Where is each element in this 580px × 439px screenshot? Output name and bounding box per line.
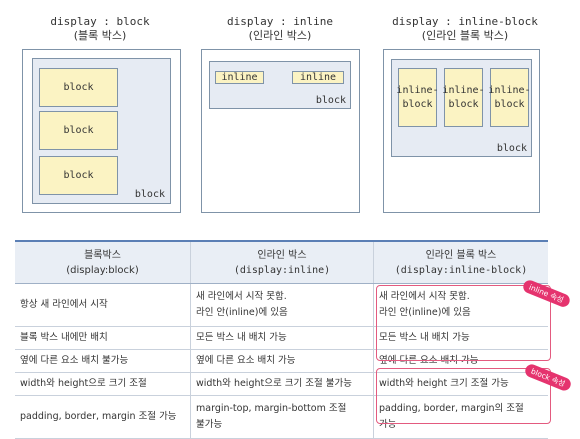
header-title: 블록박스 [84, 249, 121, 261]
block-box: block [39, 111, 118, 150]
table-cell: 모든 박스 내 배치 가능 [379, 332, 470, 343]
diagram-inline-block-title: display : inline-block (인라인 블록 박스) [380, 15, 550, 43]
header-sub: (display:inline) [233, 264, 331, 276]
header-title: 인라인 박스 [257, 249, 307, 261]
inline-box: inline [292, 71, 344, 84]
inline-block-box: inline- block [396, 68, 439, 127]
table-cell: 모든 박스 내 배치 가능 [191, 327, 374, 349]
inline-block-box: inline- block [488, 68, 531, 127]
table-cell: 옆에 다른 요소 배치 가능 [191, 350, 374, 372]
block-container: block block block block [32, 58, 171, 204]
table-cell: width와 height으로 크기 조절 [15, 373, 191, 395]
table-cell: padding, border, margin의 조절 가능 [379, 403, 524, 430]
header-cell: 인라인 블록 박스 (display:inline-block) [374, 242, 548, 283]
diagram-block-title: display : block (블록 박스) [20, 15, 180, 43]
table-row: 항상 새 라인에서 시작 새 라인에서 시작 못함. 라인 안(inline)에… [15, 284, 548, 327]
table-cell: 블록 박스 내에만 배치 [15, 327, 191, 349]
inline-box: inline [215, 71, 264, 84]
header-title: 인라인 블록 박스 [425, 249, 497, 261]
diagram-title: display : inline-block [392, 15, 538, 28]
block-container: inline inline block [209, 61, 351, 109]
table-cell: margin-top, margin-bottom 조절 불가능 [191, 396, 374, 438]
table-header-row: 블록박스 (display:block) 인라인 박스 (display:inl… [15, 242, 548, 284]
diagram-subtitle: (인라인 박스) [248, 29, 312, 42]
block-box: block [39, 68, 118, 107]
block-container: inline- block inline- block inline- bloc… [391, 59, 532, 157]
table-cell: 항상 새 라인에서 시작 [15, 284, 191, 326]
diagram-inline-block-outer: inline- block inline- block inline- bloc… [383, 49, 540, 213]
header-cell: 인라인 박스 (display:inline) [191, 242, 374, 283]
diagram-title: display : block [50, 15, 150, 28]
diagram-subtitle: (인라인 블록 박스) [421, 29, 509, 42]
table-cell: 새 라인에서 시작 못함. 라인 안(inline)에 있음 [191, 284, 374, 326]
header-sub: (display:block) [66, 264, 139, 276]
inline-block-box: inline- block [442, 68, 485, 127]
table-cell: 새 라인에서 시작 못함. 라인 안(inline)에 있음 [379, 291, 471, 318]
diagram-title: display : inline [227, 15, 333, 28]
comparison-table: 블록박스 (display:block) 인라인 박스 (display:inl… [15, 240, 548, 439]
diagram-subtitle: (블록 박스) [73, 29, 127, 42]
diagram-inline-title: display : inline (인라인 박스) [200, 15, 360, 43]
block-box: block [39, 156, 118, 195]
header-sub: (display:inline-block) [394, 264, 528, 276]
container-label: block [496, 143, 527, 154]
header-cell: 블록박스 (display:block) [15, 242, 191, 283]
table-row: width와 height으로 크기 조절 width와 height으로 크기… [15, 373, 548, 396]
inline-properties-highlight [376, 285, 551, 361]
table-cell: width와 height으로 크기 조절 불가능 [191, 373, 374, 395]
container-label: block [134, 189, 165, 200]
diagram-block-outer: block block block block [22, 49, 181, 213]
table-cell: width와 height 크기 조절 가능 [379, 378, 509, 389]
table-cell: padding, border, margin 조절 가능 [15, 396, 191, 438]
container-label: block [315, 95, 346, 106]
block-properties-highlight [376, 368, 551, 424]
table-cell: 옆에 다른 요소 배치 불가능 [15, 350, 191, 372]
table-row: 블록 박스 내에만 배치 모든 박스 내 배치 가능 모든 박스 내 배치 가능 [15, 327, 548, 350]
diagram-inline-outer: inline inline block [201, 49, 360, 213]
